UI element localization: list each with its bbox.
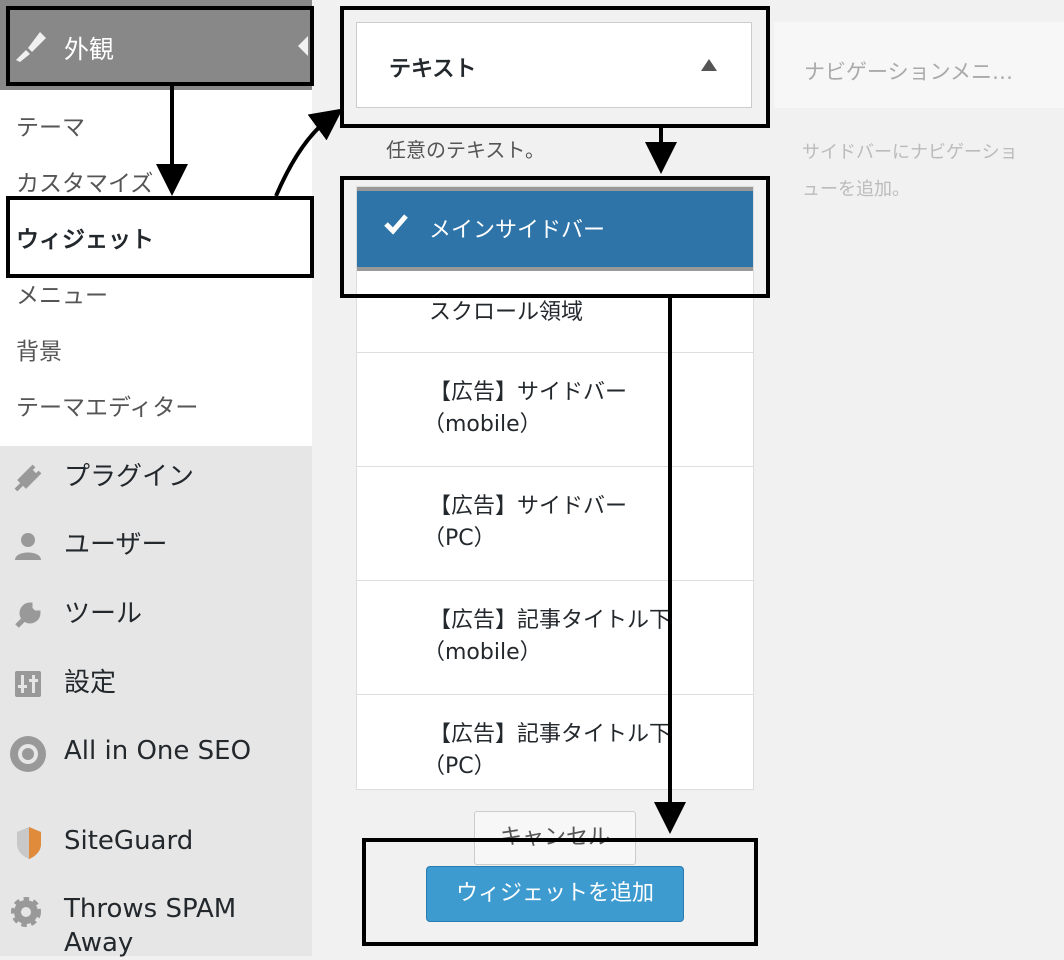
appearance-submenu: テーマ カスタマイズ ウィジェット メニュー 背景 テーマエディター <box>0 90 312 446</box>
chooser-option-label: 【広告】サイドバー <box>429 494 628 519</box>
nav-desc-line-1: サイドバーにナビゲーショ <box>802 142 1018 163</box>
settings-sliders-icon <box>15 671 41 697</box>
chooser-option-sublabel: （mobile） <box>423 640 542 665</box>
menu-users[interactable]: ユーザー <box>0 516 312 576</box>
submenu-item-themes[interactable]: テーマ <box>16 115 85 141</box>
current-menu-caret <box>298 36 308 56</box>
nav-menu-widget-description: サイドバーにナビゲーショ ューを追加。 <box>802 134 1018 208</box>
gear-icon <box>11 897 41 927</box>
menu-tools-label: ツール <box>64 599 143 629</box>
chooser-option-sublabel: （PC） <box>423 526 496 551</box>
chooser-option-main-sidebar[interactable]: メインサイドバー <box>357 187 753 271</box>
annotation-box-main-sidebar <box>340 176 770 298</box>
menu-siteguard-label: SiteGuard <box>64 826 194 856</box>
checkmark-icon <box>384 214 408 235</box>
annotation-box-appearance <box>6 6 314 86</box>
siteguard-shield-icon <box>17 827 41 859</box>
menu-siteguard[interactable]: SiteGuard <box>0 812 312 872</box>
aioseo-gear-icon <box>10 736 46 772</box>
annotation-box-widgets <box>6 196 314 278</box>
menu-users-label: ユーザー <box>64 530 168 560</box>
menu-plugins-label: プラグイン <box>64 462 195 492</box>
wrench-icon <box>15 602 41 628</box>
menu-tools[interactable]: ツール <box>0 585 312 645</box>
menu-plugins[interactable]: プラグイン <box>0 448 312 508</box>
menu-throws-spam-away-label: Throws SPAM Away <box>64 894 237 958</box>
user-icon <box>15 533 41 560</box>
submenu-item-background[interactable]: 背景 <box>16 339 62 365</box>
arrow-to-text-widget <box>274 108 343 197</box>
chooser-option-sublabel: （PC） <box>423 754 496 779</box>
submenu-item-menus[interactable]: メニュー <box>16 283 108 309</box>
chooser-option-ad-sidebar-pc[interactable]: 【広告】サイドバー （PC） <box>357 467 753 581</box>
chooser-option-label: メインサイドバー <box>429 218 606 243</box>
menu-appearance-label: 外観 <box>64 35 115 64</box>
chooser-option-sublabel: （mobile） <box>423 412 542 437</box>
menu-throws-spam-away[interactable]: Throws SPAM Away <box>0 880 312 958</box>
admin-sidebar: 外観 テーマ カスタマイズ ウィジェット メニュー 背景 テーマエディター プラ… <box>0 0 312 958</box>
annotation-box-text-widget <box>340 6 770 128</box>
menu-settings-label: 設定 <box>64 668 117 698</box>
chooser-option-ad-under-title-pc[interactable]: 【広告】記事タイトル下 （PC） <box>357 695 753 789</box>
menu-settings[interactable]: 設定 <box>0 654 312 714</box>
chooser-option-label: スクロール領域 <box>429 300 584 325</box>
text-widget-header[interactable]: テキスト <box>356 22 752 108</box>
menu-appearance[interactable]: 外観 <box>0 0 312 90</box>
submenu-item-theme-editor[interactable]: テーマエディター <box>16 395 199 421</box>
collapse-arrow-icon[interactable] <box>701 59 717 71</box>
chooser-option-label: 【広告】記事タイトル下 <box>429 608 672 633</box>
appearance-brush-icon <box>16 32 46 62</box>
plugin-icon <box>14 464 42 492</box>
menu-aioseo-label: All in One SEO <box>64 736 252 766</box>
nav-desc-line-2: ューを追加。 <box>802 179 910 200</box>
text-widget-description: 任意のテキスト。 <box>386 138 545 162</box>
menu-aioseo[interactable]: All in One SEO <box>0 722 312 782</box>
chooser-option-label: 【広告】サイドバー <box>429 380 628 405</box>
chooser-option-label: 【広告】記事タイトル下 <box>429 722 672 747</box>
submenu-item-customize[interactable]: カスタマイズ <box>16 171 154 197</box>
annotation-box-add-button <box>362 838 758 946</box>
nav-menu-widget-title: ナビゲーションメニ… <box>804 60 1013 84</box>
add-widget-button[interactable]: ウィジェットを追加 <box>426 866 684 922</box>
chooser-option-scroll-area[interactable]: スクロール領域 <box>357 271 753 353</box>
nav-menu-widget-header[interactable]: ナビゲーションメニ… <box>774 22 1064 108</box>
text-widget-title: テキスト <box>389 57 477 82</box>
chooser-option-ad-sidebar-mobile[interactable]: 【広告】サイドバー （mobile） <box>357 353 753 467</box>
sidebar-chooser-list: メインサイドバー スクロール領域 【広告】サイドバー （mobile） 【広告】… <box>356 186 754 790</box>
chooser-option-ad-under-title-mobile[interactable]: 【広告】記事タイトル下 （mobile） <box>357 581 753 695</box>
submenu-item-widgets[interactable]: ウィジェット <box>16 227 154 253</box>
